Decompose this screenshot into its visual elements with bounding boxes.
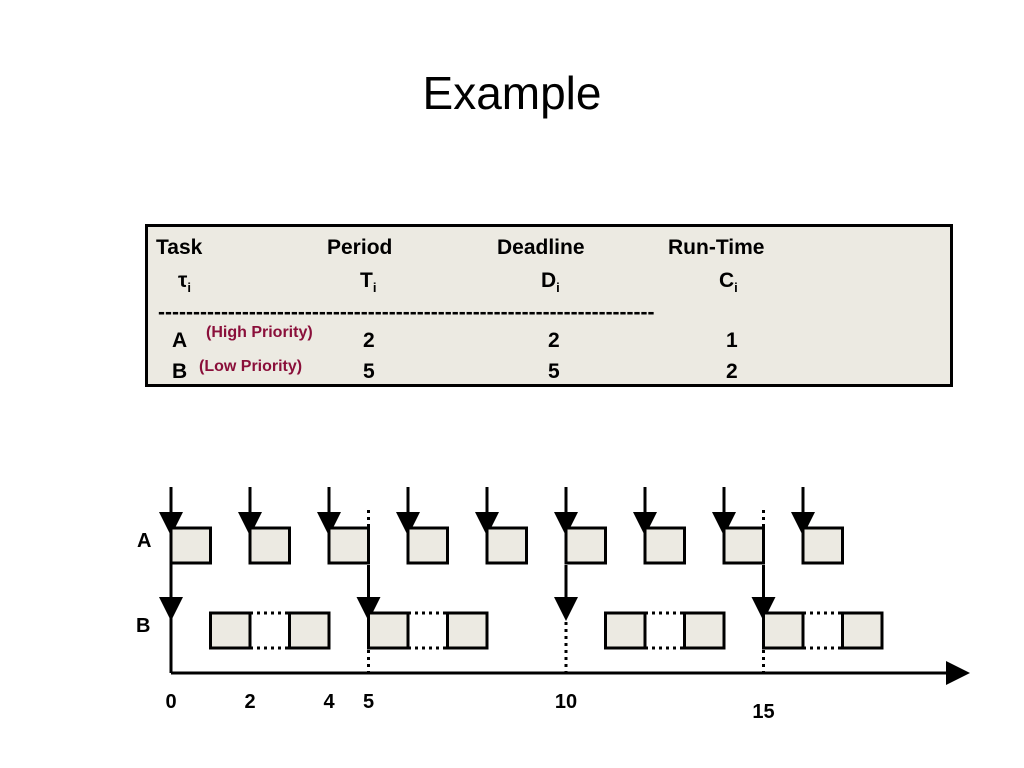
table-separator: ----------------------------------------… — [158, 301, 655, 324]
time-tick-label: 15 — [752, 701, 774, 723]
task-b-execution-box — [604, 611, 647, 650]
header-period: Period — [327, 236, 393, 259]
task-b-execution-box — [446, 611, 489, 650]
time-tick-label: 10 — [555, 691, 577, 713]
symbol-deadline: Di — [541, 269, 560, 296]
task-b-execution-box — [209, 611, 252, 650]
task-a-execution-box — [801, 526, 844, 565]
header-deadline: Deadline — [497, 236, 585, 259]
task-b-execution-box — [841, 611, 884, 650]
row-a-period: 2 — [363, 329, 375, 352]
task-a-execution-box — [406, 526, 449, 565]
task-table: Task Period Deadline Run-Time τi Ti Di C… — [145, 224, 953, 387]
row-b-priority: (Low Priority) — [199, 358, 303, 375]
task-b-execution-box — [288, 611, 331, 650]
time-tick-label: 5 — [363, 691, 374, 713]
task-a-execution-box — [248, 526, 291, 565]
task-a-execution-box — [169, 526, 212, 565]
row-a-priority: (High Priority) — [206, 324, 313, 341]
symbol-runtime: Ci — [719, 269, 738, 296]
row-b-task: B — [172, 360, 188, 383]
task-b-execution-box — [762, 611, 805, 650]
symbol-period: Ti — [360, 269, 377, 296]
row-b-period: 5 — [363, 360, 375, 383]
task-b-execution-box — [367, 611, 410, 650]
task-a-execution-box — [327, 526, 370, 565]
row-label-b: B — [136, 615, 150, 637]
time-tick-label: 4 — [323, 691, 335, 713]
task-a-execution-box — [485, 526, 528, 565]
header-task: Task — [156, 236, 203, 259]
row-a-runtime: 1 — [726, 329, 738, 352]
row-b-deadline: 5 — [548, 360, 560, 383]
row-b-runtime: 2 — [726, 360, 738, 383]
row-a-task: A — [172, 329, 188, 352]
task-a-execution-box — [722, 526, 765, 565]
row-a-deadline: 2 — [548, 329, 560, 352]
symbol-task: τi — [178, 269, 191, 296]
row-label-a: A — [137, 530, 151, 552]
time-tick-label: 0 — [165, 691, 176, 713]
slide-title: Example — [422, 67, 602, 119]
task-a-execution-box — [643, 526, 686, 565]
header-runtime: Run-Time — [668, 236, 765, 259]
task-b-execution-box — [683, 611, 726, 650]
task-a-execution-box — [564, 526, 607, 565]
time-tick-label: 2 — [244, 691, 255, 713]
